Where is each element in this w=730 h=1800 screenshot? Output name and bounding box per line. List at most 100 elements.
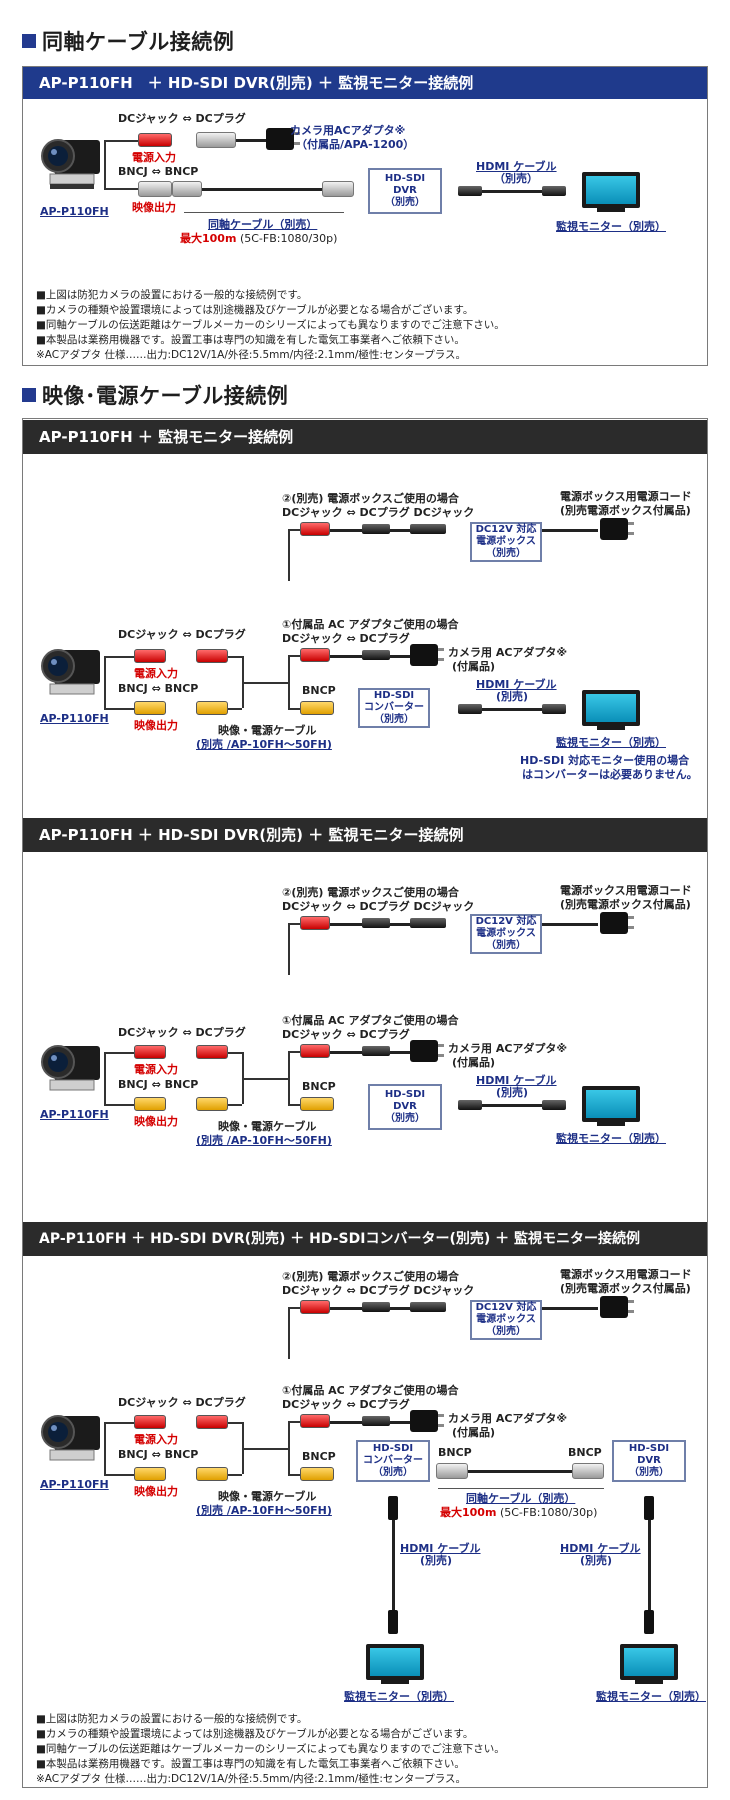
- camera-icon: [36, 1406, 106, 1472]
- ac-adapter-icon: [410, 1410, 444, 1432]
- bncp-icon: [172, 181, 202, 197]
- hdmi-cable-label: HDMI ケーブル: [560, 1542, 641, 1555]
- adapter-label-1: カメラ用 ACアダプタ※: [448, 646, 568, 659]
- power-box: DC12V 対応 電源ボックス （別売）: [470, 1300, 542, 1340]
- bnc-connector-label: BNCJ ⇔ BNCP: [118, 165, 199, 178]
- bncj-icon: [138, 181, 172, 197]
- yellow-bncp-icon: [196, 1097, 228, 1111]
- camera-icon: [36, 640, 106, 706]
- av-power-frame: [22, 418, 708, 1788]
- power-cord-sub: (別売電源ボックス付属品): [560, 898, 691, 911]
- yellow-bncj-icon: [134, 701, 166, 715]
- adapter-label-1: カメラ用 ACアダプタ※: [448, 1412, 568, 1425]
- monitor-note-1: HD-SDI 対応モニター使用の場合: [520, 754, 690, 767]
- power-box-option-sub: DCジャック ⇔ DCプラグ DCジャック: [282, 506, 475, 519]
- hdmi-cable-label: HDMI ケーブル: [476, 678, 557, 691]
- section-title-av-power: 映像･電源ケーブル接続例: [22, 380, 288, 410]
- bncp-label: BNCP: [302, 1080, 336, 1093]
- power-box: DC12V 対応 電源ボックス （別売）: [470, 914, 542, 954]
- hdmi-plug-icon: [644, 1496, 654, 1520]
- hdmi-plug-icon: [542, 186, 566, 196]
- bncp-end-icon: [322, 181, 354, 197]
- hd-sdi-dvr-box: HD-SDI DVR （別売）: [368, 1084, 442, 1130]
- bnc-connector-label: BNCJ ⇔ BNCP: [118, 1448, 199, 1461]
- bncp-label: BNCP: [302, 1450, 336, 1463]
- hdmi-plug-icon: [458, 186, 482, 196]
- dc-plug-icon: [362, 1046, 390, 1056]
- power-box-option-sub: DCジャック ⇔ DCプラグ DCジャック: [282, 900, 475, 913]
- camera-model-label: AP-P110FH: [40, 205, 109, 218]
- yellow-bncp-icon: [196, 1467, 228, 1481]
- video-output-label: 映像出力: [134, 719, 178, 732]
- monitor-label: 監視モニター（別売）: [556, 1132, 666, 1145]
- hdmi-cable-label: HDMI ケーブル: [400, 1542, 481, 1555]
- hdmi-plug-icon: [644, 1610, 654, 1634]
- adapter-label-2: (付属品): [452, 1056, 496, 1069]
- red-dc-jack-icon: [300, 648, 330, 662]
- power-cord-label: 電源ボックス用電源コード: [560, 884, 692, 897]
- bncp-icon: [572, 1463, 604, 1479]
- diagram-header: AP-P110FH ＋ HD-SDI DVR(別売) ＋ 監視モニター接続例: [23, 818, 707, 852]
- dc-connector-label: DCジャック ⇔ DCプラグ: [118, 112, 246, 125]
- monitor-label: 監視モニター（別売）: [556, 736, 666, 749]
- monitor-icon: [366, 1644, 424, 1684]
- power-plug-icon: [600, 518, 634, 540]
- hdmi-cable-sub: (別売): [496, 1086, 529, 1099]
- dc-plug-icon: [362, 650, 390, 660]
- diagram-header: AP-P110FH ＋ HD-SDI DVR(別売) ＋ 監視モニター接続例: [23, 67, 707, 99]
- red-dc-jack-icon: [300, 1300, 330, 1314]
- monitor-icon: [620, 1644, 678, 1684]
- bncp-left-label: BNCP: [438, 1446, 472, 1459]
- yellow-bncj-icon: [134, 1097, 166, 1111]
- yellow-bncp-icon: [300, 1097, 334, 1111]
- red-dc-jack-icon: [134, 1415, 166, 1429]
- square-bullet-icon: [22, 34, 36, 48]
- power-cord-sub: (別売電源ボックス付属品): [560, 504, 691, 517]
- red-dc-jack-icon: [300, 1414, 330, 1428]
- dc-jack-red-plug-icon: [138, 133, 172, 147]
- monitor-label: 監視モニター（別売）: [556, 220, 666, 233]
- adapter-label-2: (付属品): [452, 1426, 496, 1439]
- red-dc-jack-icon: [134, 649, 166, 663]
- section-title-coax: 同軸ケーブル接続例: [22, 26, 234, 56]
- diagram-header: AP-P110FH ＋ HD-SDI DVR(別売) ＋ HD-SDIコンバータ…: [23, 1222, 707, 1256]
- camera-model-label: AP-P110FH: [40, 712, 109, 725]
- av-cable-label: 映像・電源ケーブル: [218, 1490, 317, 1503]
- hdmi-plug-icon: [458, 704, 482, 714]
- power-box-option-sub: DCジャック ⇔ DCプラグ DCジャック: [282, 1284, 475, 1297]
- yellow-bncj-icon: [134, 1467, 166, 1481]
- ac-adapter-icon: [410, 644, 444, 666]
- power-plug-icon: [600, 912, 634, 934]
- power-input-label: 電源入力: [134, 667, 178, 680]
- power-box: DC12V 対応 電源ボックス （別売）: [470, 522, 542, 562]
- hdmi-plug-icon: [542, 1100, 566, 1110]
- power-box-option-title: ②(別売) 電源ボックスご使用の場合: [282, 1270, 459, 1283]
- power-cord-label: 電源ボックス用電源コード: [560, 1268, 692, 1281]
- bnc-connector-label: BNCJ ⇔ BNCP: [118, 1078, 199, 1091]
- camera-model-label: AP-P110FH: [40, 1108, 109, 1121]
- ac-adapter-icon: [410, 1040, 444, 1062]
- square-bullet-icon: [22, 388, 36, 402]
- power-cord-label: 電源ボックス用電源コード: [560, 490, 692, 503]
- adapter-label-2: （付属品/APA-1200）: [296, 138, 415, 151]
- dc-jack-icon: [410, 918, 446, 928]
- dc-plug-icon: [362, 1416, 390, 1426]
- bnc-connector-label: BNCJ ⇔ BNCP: [118, 682, 199, 695]
- coax-cable-label: 同軸ケーブル（別売）: [466, 1492, 576, 1505]
- power-box-option-title: ②(別売) 電源ボックスご使用の場合: [282, 492, 459, 505]
- hdmi-cable-sub: (別売): [580, 1554, 613, 1567]
- coax-diagram-frame: AP-P110FH ＋ HD-SDI DVR(別売) ＋ 監視モニター接続例: [22, 66, 708, 366]
- yellow-bncp-icon: [196, 701, 228, 715]
- monitor-label: 監視モニター（別売）: [596, 1690, 706, 1703]
- dc-plug-icon: [362, 524, 390, 534]
- av-cable-label: 映像・電源ケーブル: [218, 1120, 317, 1133]
- ac-adapter-option-sub: DCジャック ⇔ DCプラグ: [282, 1398, 410, 1411]
- bncp-icon: [436, 1463, 468, 1479]
- video-output-label: 映像出力: [134, 1485, 178, 1498]
- hd-sdi-converter-box: HD-SDI コンバーター （別売）: [356, 1440, 430, 1482]
- dc-plug-icon: [362, 1302, 390, 1312]
- hdmi-plug-icon: [458, 1100, 482, 1110]
- monitor-note-2: はコンバーターは必要ありません。: [522, 768, 698, 781]
- dc-connector-label: DCジャック ⇔ DCプラグ: [118, 1396, 246, 1409]
- av-cable-sub: (別売 /AP-10FH～50FH): [196, 1134, 332, 1147]
